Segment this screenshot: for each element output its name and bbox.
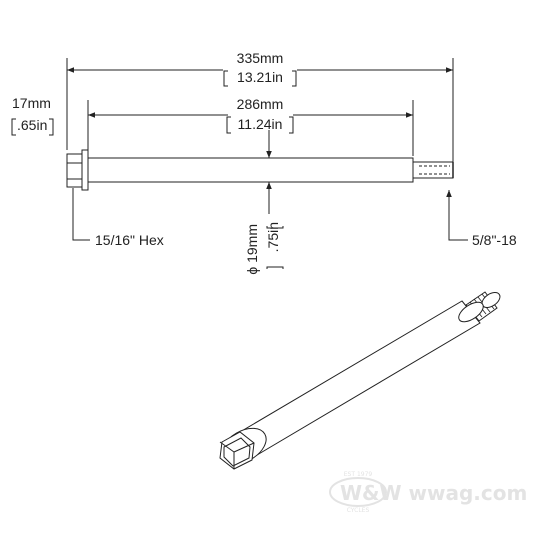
hex-leader — [72, 188, 90, 241]
shaft — [87, 157, 414, 183]
watermark: EST 1979 W&W wwag.com CYCLES — [329, 471, 527, 514]
flange — [81, 149, 89, 191]
isometric-view — [219, 291, 501, 470]
shaft-length-mm: 286mm — [237, 96, 284, 112]
diameter-in: .75in — [265, 222, 281, 252]
thread-leader — [446, 190, 468, 241]
head-width-in-brackets — [11, 118, 54, 136]
thread-label: 5/8"-18 — [472, 232, 517, 248]
watermark-main: W&W wwag.com — [340, 481, 527, 505]
hex-head — [66, 153, 83, 188]
watermark-bottom: CYCLES — [347, 507, 370, 514]
shaft-length-in: 11.24in — [238, 116, 283, 132]
threaded-end — [412, 161, 454, 179]
watermark-badge — [329, 477, 387, 507]
iso-shaft-end — [458, 301, 484, 323]
watermark-top: EST 1979 — [344, 471, 373, 478]
overall-length-in-brackets — [223, 70, 297, 87]
overall-length-in: 13.21in — [237, 69, 283, 85]
overall-length-mm: 335mm — [237, 50, 284, 66]
head-width-mm: 17mm — [12, 95, 51, 111]
iso-shaft — [239, 300, 481, 456]
side-view — [66, 58, 468, 241]
hex-label: 15/16" Hex — [95, 232, 164, 248]
head-width-in: .65in — [17, 117, 47, 133]
diameter-mm: ϕ 19mm — [244, 224, 260, 275]
shaft-length-in-brackets — [226, 116, 294, 134]
diameter-in-brackets — [266, 226, 284, 269]
